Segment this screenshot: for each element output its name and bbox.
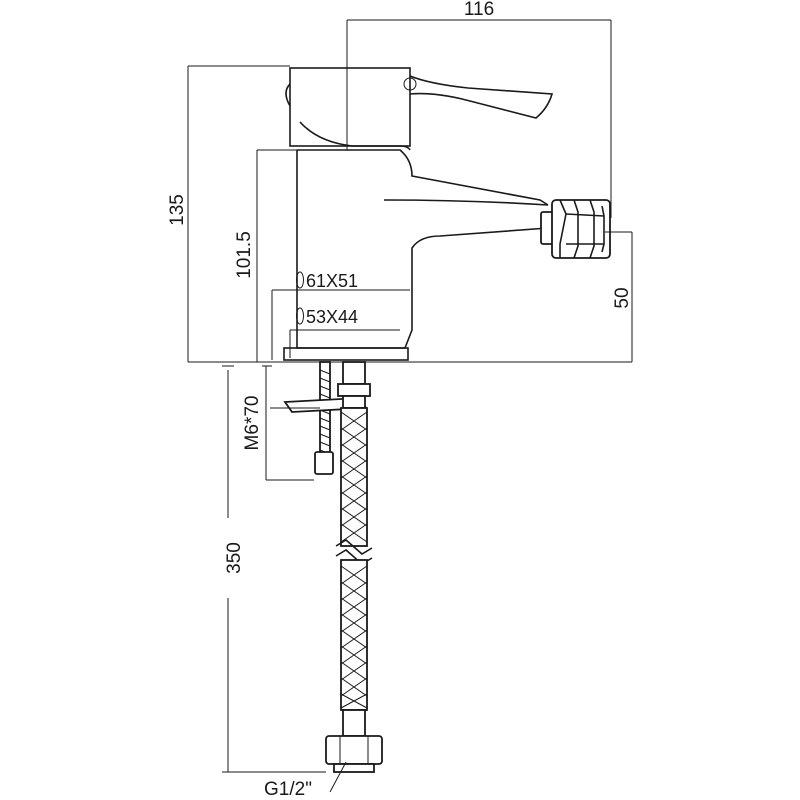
- stud-label: M6*70: [242, 396, 263, 451]
- dimension-label-50: 50: [612, 287, 633, 308]
- dimension-height-135: 135: [167, 65, 290, 362]
- thread-label: G1/2": [264, 779, 312, 800]
- base-outer-label: 61X51: [306, 271, 358, 291]
- dimension-hose-350: 350: [222, 365, 326, 773]
- thread-callout: G1/2": [264, 761, 347, 800]
- dimension-label-101-5: 101.5: [234, 231, 255, 279]
- dimension-label-135: 135: [167, 194, 188, 226]
- flexible-hose: [325, 361, 383, 773]
- dimension-width-116: 116: [346, 0, 612, 218]
- dimension-stud-m6x70: M6*70: [242, 365, 314, 481]
- dimension-spout-50: 50: [605, 231, 633, 362]
- spray-head: [540, 199, 611, 259]
- base-size-outer: 61X51: [271, 271, 410, 360]
- dimension-height-101-5: 101.5: [234, 149, 297, 362]
- dimension-label-350: 350: [224, 542, 245, 574]
- dimension-label-116: 116: [464, 0, 494, 20]
- lever-handle: [285, 67, 554, 147]
- base-size-inner: 53X44: [289, 307, 400, 358]
- base-inner-label: 53X44: [306, 307, 358, 327]
